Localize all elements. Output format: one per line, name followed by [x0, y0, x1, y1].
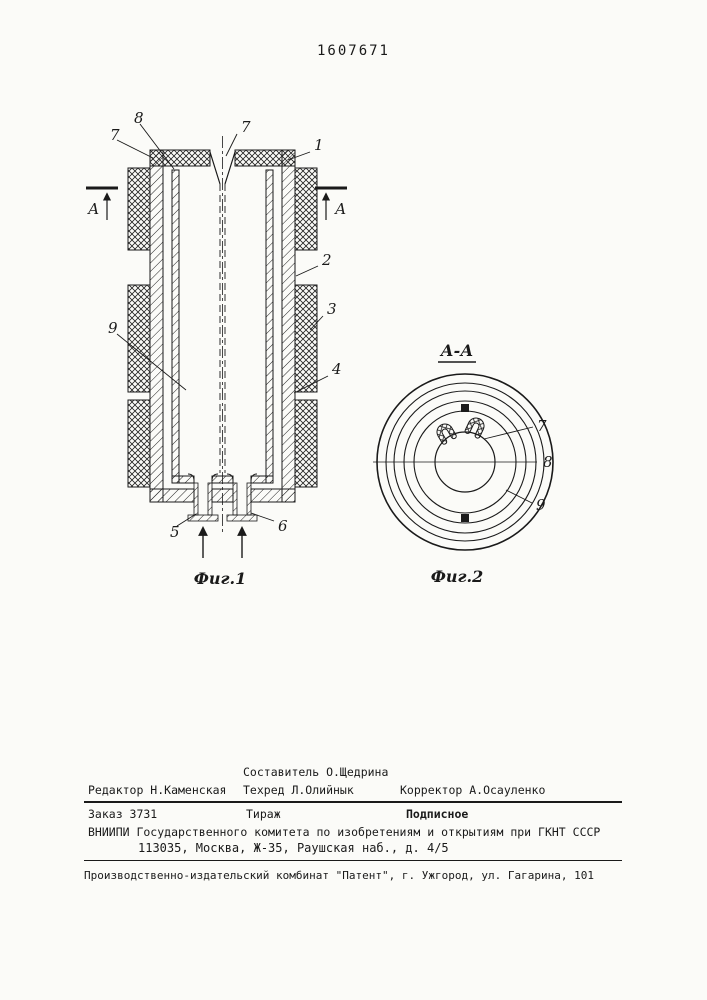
editor-credit: Редактор Н.Каменская	[88, 783, 227, 797]
section-letter-right: А	[334, 200, 346, 218]
fig2-label-9: 9	[536, 496, 546, 514]
outlet-nozzle-right	[226, 473, 258, 522]
fig2-drawing: А-А 7 8	[373, 341, 554, 586]
print-run: Тираж	[246, 807, 281, 821]
imprint-divider-bottom	[84, 860, 622, 861]
section-marker-left: А	[86, 186, 118, 220]
subscription-note: Подписное	[406, 807, 469, 821]
inlet-funnel	[209, 151, 236, 185]
vessel-inner-liner	[171, 169, 274, 484]
section-marker-right: А	[315, 186, 347, 220]
fig1-label-4: 4	[331, 360, 342, 378]
fig1-leader-lines	[116, 123, 329, 527]
outlet-nozzle-left	[187, 473, 219, 522]
fig1-label-3: 3	[327, 300, 337, 318]
imprint-divider-top	[84, 801, 622, 803]
tube-section-left	[436, 423, 457, 445]
fig1-label-9: 9	[108, 319, 118, 337]
fig1-label-2: 2	[321, 251, 332, 269]
fig1-drawing: А А 7 8 7	[86, 109, 347, 588]
fig1-label-1: 1	[314, 136, 324, 154]
patent-number: 1607671	[316, 43, 390, 59]
fig2-label-8: 8	[543, 453, 553, 471]
section-letter-left: А	[87, 200, 99, 218]
fig1-label-5: 5	[170, 523, 180, 541]
committee-address-2: 113035, Москва, Ж-35, Раушская наб., д. …	[138, 841, 449, 855]
publisher-line: Производственно-издательский комбинат "П…	[84, 869, 594, 882]
fig1-label-7-left: 7	[110, 126, 120, 144]
fig2-label-7: 7	[537, 417, 547, 435]
compiler-credit: Составитель О.Щедрина	[243, 765, 389, 779]
patent-figures: А А 7 8 7	[86, 109, 554, 588]
fig1-label-8: 8	[134, 109, 144, 127]
order-number: Заказ 3731	[88, 807, 158, 821]
tech-editor-credit: Техред Л.Олийнык	[243, 783, 354, 797]
heater-blocks	[127, 167, 318, 488]
vessel-outer-wall	[149, 149, 296, 503]
fig1-label-6: 6	[278, 517, 288, 535]
committee-address-1: ВНИИПИ Государственного комитета по изоб…	[88, 825, 601, 839]
fig1-caption: Фиг.1	[194, 569, 247, 588]
tube-section-right	[464, 417, 485, 439]
fig2-caption: Фиг.2	[431, 567, 484, 586]
fig2-section-title: А-А	[440, 341, 474, 360]
sensor-square-bottom	[461, 514, 469, 522]
fig2-leader-lines	[483, 426, 534, 504]
fig1-label-7-center: 7	[241, 118, 251, 136]
corrector-credit: Корректор А.Осауленко	[400, 783, 546, 797]
sensor-square-top	[461, 404, 469, 412]
